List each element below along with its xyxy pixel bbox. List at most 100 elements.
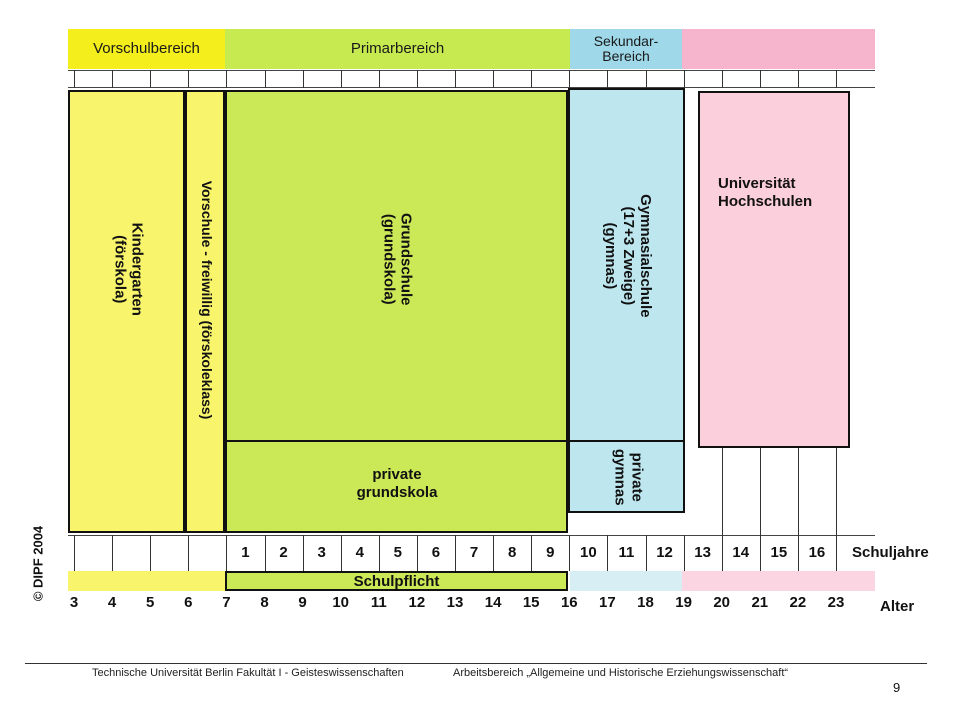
alter-tick-label: 19 xyxy=(675,594,692,611)
bottom-band-yellow xyxy=(68,571,225,591)
alter-tick-label: 4 xyxy=(107,594,117,611)
alter-tick-label: 5 xyxy=(146,594,155,611)
schulpflicht-label: Schulpflicht xyxy=(353,572,440,590)
grid-tick xyxy=(188,535,190,571)
alter-label: Alter xyxy=(880,598,915,615)
page-number: 9 xyxy=(893,680,901,695)
grid-tick xyxy=(797,70,799,88)
grid-tick xyxy=(302,70,304,88)
grid-tick xyxy=(112,70,114,88)
private-gymnas-label: private gymnas xyxy=(611,448,646,506)
grid-tick xyxy=(150,70,152,88)
bottom-band-pink xyxy=(682,571,875,591)
schuljahr-label: 1 xyxy=(241,544,250,561)
schuljahre-label: Schuljahre xyxy=(852,544,929,561)
private-grundskola-block: private grundskola xyxy=(225,440,568,533)
grid-tick xyxy=(378,70,380,88)
schuljahr-label: 12 xyxy=(656,544,673,561)
header-vorschulbereich: Vorschulbereich xyxy=(68,29,225,69)
grid-tick xyxy=(645,535,647,571)
grid-tick xyxy=(645,70,647,88)
schuljahr-label: 8 xyxy=(507,544,517,561)
grid-tick xyxy=(112,535,114,571)
footer-divider xyxy=(25,663,927,664)
schuljahr-label: 6 xyxy=(431,544,441,561)
alter-tick-label: 8 xyxy=(260,594,269,611)
grid-tick xyxy=(569,70,571,88)
vorschule-block: Vorschule - freiwillig (förskoleklass) xyxy=(185,90,225,533)
alter-tick-label: 12 xyxy=(408,594,426,611)
alter-tick-label: 17 xyxy=(599,594,616,611)
schulpflicht-band: Schulpflicht xyxy=(225,571,568,591)
private-grundskola-label: private grundskola xyxy=(356,466,438,501)
alter-tick-label: 16 xyxy=(560,594,578,611)
schuljahr-label: 11 xyxy=(618,544,635,561)
header-sekundarbereich: Sekundar- Bereich xyxy=(570,29,682,69)
grid-tick xyxy=(683,70,685,88)
header-tertiaer-band xyxy=(682,29,875,69)
university-grid-line xyxy=(721,448,723,536)
schuljahr-label: 10 xyxy=(580,544,597,561)
alter-tick-label: 6 xyxy=(184,594,193,611)
alter-tick-label: 14 xyxy=(484,594,502,611)
bottom-band-blue xyxy=(570,571,682,591)
schuljahr-label: 13 xyxy=(694,544,711,561)
alter-tick-label: 18 xyxy=(637,594,654,611)
schuljahr-label: 3 xyxy=(317,544,326,561)
grid-tick xyxy=(150,535,152,571)
header-primarbereich-label: Primarbereich xyxy=(350,40,445,58)
university-grid-line xyxy=(836,448,837,536)
schuljahr-label: 15 xyxy=(770,544,788,561)
alter-tick-label: 22 xyxy=(789,594,807,611)
alter-tick-label: 23 xyxy=(827,594,845,611)
schuljahr-label: 2 xyxy=(279,544,288,561)
schuljahre-row xyxy=(68,535,875,570)
alter-tick-label: 3 xyxy=(69,594,79,611)
grid-tick xyxy=(226,70,228,88)
grid-tick xyxy=(607,535,609,571)
grundschule-block: Grundschule (grundskola) xyxy=(225,90,568,442)
header-vorschulbereich-label: Vorschulbereich xyxy=(93,40,200,58)
grid-tick xyxy=(264,70,266,88)
grid-tick xyxy=(340,535,342,571)
alter-tick-label: 9 xyxy=(298,594,307,611)
private-gymnas-block: private gymnas xyxy=(568,440,685,513)
grid-tick xyxy=(493,535,495,571)
alter-tick-label: 15 xyxy=(522,594,540,611)
university-grid-line xyxy=(797,448,799,536)
grid-tick xyxy=(759,535,761,571)
grid-tick xyxy=(74,70,75,88)
alter-tick-label: 21 xyxy=(751,594,769,611)
grid-tick xyxy=(531,70,533,88)
schuljahr-label: 14 xyxy=(732,544,750,561)
grid-tick xyxy=(493,70,495,88)
alter-tick-label: 13 xyxy=(446,594,464,611)
university-grid-line xyxy=(759,448,761,536)
grid-tick xyxy=(759,70,761,88)
header-primarbereich: Primarbereich xyxy=(225,29,570,69)
schuljahr-label: 9 xyxy=(546,544,555,561)
grid-tick xyxy=(340,70,342,88)
vorschule-label: Vorschule - freiwillig (förskoleklass) xyxy=(199,180,216,420)
kindergarten-label: Kindergarten (förskola) xyxy=(111,222,146,316)
grid-tick xyxy=(836,70,837,88)
schuljahr-label: 7 xyxy=(469,544,479,561)
copyright-label: © DIPF 2004 xyxy=(30,525,46,602)
grid-tick xyxy=(836,535,837,571)
alter-tick-label: 7 xyxy=(222,594,231,611)
grid-tick xyxy=(569,535,571,571)
grid-tick xyxy=(416,535,418,571)
grid-tick xyxy=(188,70,190,88)
kindergarten-block: Kindergarten (förskola) xyxy=(68,90,185,533)
grid-tick xyxy=(531,535,533,571)
grid-tick xyxy=(378,535,380,571)
grid-tick xyxy=(226,535,228,571)
grid-tick xyxy=(797,535,799,571)
alter-tick-label: 20 xyxy=(713,594,731,611)
grid-tick xyxy=(264,535,266,571)
footer-right-text: Arbeitsbereich „Allgemeine und Historisc… xyxy=(453,667,789,679)
grid-tick xyxy=(455,535,456,571)
schuljahr-label: 16 xyxy=(808,544,826,561)
schuljahr-label: 5 xyxy=(393,544,403,561)
grid-tick xyxy=(302,535,304,571)
